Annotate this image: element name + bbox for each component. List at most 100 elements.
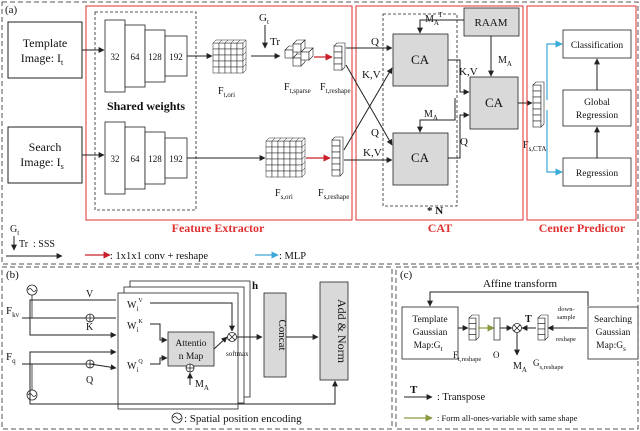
- svg-text:MA: MA: [195, 379, 209, 392]
- panel-c: (c) Affine transform Template Gaussian M…: [395, 266, 639, 430]
- svg-text:Gs,reshape: Gs,reshape: [533, 358, 564, 371]
- svg-text:Map:Gs: Map:Gs: [596, 341, 626, 353]
- svg-text:64: 64: [131, 52, 141, 62]
- svg-text:T: T: [410, 384, 418, 396]
- ca-final-label: CA: [485, 95, 504, 110]
- o-vector: [493, 317, 501, 341]
- f-s-ori-label: Fs,ori: [275, 188, 293, 201]
- regression-box: [562, 157, 632, 187]
- svg-text:reshape: reshape: [556, 336, 576, 343]
- svg-text:sample: sample: [557, 314, 576, 321]
- panel-a-tag: (a): [5, 4, 18, 16]
- shared-weights-box: [94, 11, 197, 211]
- svg-text:Q: Q: [86, 375, 94, 386]
- svg-text:Gaussian: Gaussian: [596, 328, 631, 338]
- svg-text:128: 128: [148, 154, 162, 164]
- panel-c-tag: (c): [400, 269, 413, 281]
- svg-text:Template: Template: [412, 315, 447, 325]
- legend-sss: : SSS: [33, 239, 55, 250]
- global-regression-box: [562, 89, 632, 127]
- classification-label: Classification: [571, 40, 623, 51]
- f-s-reshape-stack: [331, 136, 344, 177]
- template-input-box: [7, 21, 83, 79]
- repeat-n-label: * N: [427, 205, 443, 217]
- raam-label: RAAM: [474, 17, 507, 29]
- svg-text:Gaussian: Gaussian: [413, 328, 448, 338]
- ca-top-label: CA: [411, 52, 430, 67]
- legend-gt: Gt: [10, 224, 19, 237]
- svg-text:MA: MA: [513, 361, 527, 374]
- cat-label: CAT: [428, 221, 452, 235]
- svg-text:Searching: Searching: [594, 315, 632, 325]
- svg-text:WiQ: WiQ: [127, 359, 143, 374]
- backbone-search: 32 64 128 192: [104, 121, 188, 195]
- attention-map-box: [167, 331, 215, 367]
- legend-transpose: : Transpose: [437, 392, 485, 403]
- feature-extractor-box: [85, 5, 353, 221]
- fkv-label: Fkv: [6, 305, 20, 319]
- f-s-cta-label: Fs,CTA: [523, 140, 546, 153]
- legend-tr: Tr: [19, 239, 29, 250]
- svg-text:WiV: WiV: [127, 298, 143, 313]
- f-s-ori-cube: [265, 137, 306, 178]
- f-t-reshape-stack: [333, 42, 346, 71]
- f-t-ori-label: Ft,ori: [218, 86, 235, 99]
- feature-extractor-label: Feature Extractor: [172, 221, 265, 235]
- tr-label: Tr: [270, 36, 280, 48]
- searching-gaussian-box: [587, 306, 639, 360]
- shared-weights-label: Shared weights: [107, 99, 185, 113]
- g-s-reshape-stack: [537, 314, 549, 341]
- ca-bottom-label: CA: [411, 150, 430, 165]
- svg-text:192: 192: [169, 52, 183, 62]
- svg-text:MA: MA: [498, 55, 512, 68]
- panel-a: (a) Template Image: It Search Image: Is …: [1, 1, 639, 265]
- f-t-sparse-cubes: [284, 39, 314, 67]
- template-gaussian-box: [401, 306, 459, 360]
- f-t-ori-cube: [212, 39, 247, 74]
- add-norm-label: Add & Norm: [335, 299, 349, 364]
- template-input-line2: Image: It: [21, 51, 64, 67]
- ca-final-box: [469, 76, 519, 130]
- svg-text:Map:Gt: Map:Gt: [414, 341, 443, 353]
- legend-mlp: : MLP: [279, 251, 306, 262]
- affine-label: Affine transform: [483, 278, 557, 290]
- f-s-cta-stack: [532, 81, 545, 128]
- regression-label: Regression: [576, 169, 618, 179]
- svg-text:WiK: WiK: [127, 319, 143, 334]
- svg-text:Ft,reshape: Ft,reshape: [453, 350, 481, 363]
- fq-label: Fq: [6, 351, 16, 365]
- svg-text:Q: Q: [371, 127, 379, 139]
- cat-box: [355, 5, 524, 221]
- c-f-t-reshape-stack: [468, 314, 480, 341]
- panel-b: (b) Fkv Fq V K Q h WiV WiK WiQ Attentio: [1, 266, 393, 430]
- mlp-arrow-top: [546, 40, 563, 100]
- svg-text:K: K: [86, 322, 94, 333]
- svg-text:MA: MA: [424, 109, 438, 122]
- global-regression-line1: Global: [584, 98, 610, 108]
- svg-text:K,V: K,V: [362, 69, 381, 81]
- svg-text:Q: Q: [371, 36, 379, 48]
- svg-text:Q: Q: [460, 136, 468, 148]
- f-t-reshape-label: Ft,reshape: [320, 82, 351, 95]
- legend-conv: : 1x1x1 conv + reshape: [110, 251, 208, 262]
- add-norm-box: [319, 281, 349, 381]
- svg-text:down-: down-: [558, 306, 575, 313]
- svg-text:Attentio: Attentio: [175, 339, 206, 349]
- svg-text:32: 32: [111, 52, 120, 62]
- svg-text:softmax: softmax: [226, 350, 249, 358]
- svg-text:T: T: [525, 314, 532, 325]
- svg-text:128: 128: [148, 52, 162, 62]
- ca-bottom-box: [392, 132, 449, 186]
- search-input-box: [7, 126, 83, 184]
- spe-legend: : Spatial position encoding: [184, 413, 302, 425]
- svg-text:192: 192: [169, 154, 183, 164]
- f-t-sparse-label: Ft,sparse: [284, 82, 311, 95]
- mlp-arrow-bottom: [546, 110, 563, 176]
- cat-repeat-box: [382, 13, 458, 207]
- backbone-template: 32 64 128 192: [104, 19, 188, 93]
- f-s-reshape-label: Fs,reshape: [318, 188, 349, 201]
- search-input-line2: Image: Is: [20, 155, 63, 171]
- h-label: h: [252, 280, 258, 292]
- center-predictor-label: Center Predictor: [539, 221, 626, 235]
- concat-label: Concat: [276, 319, 288, 350]
